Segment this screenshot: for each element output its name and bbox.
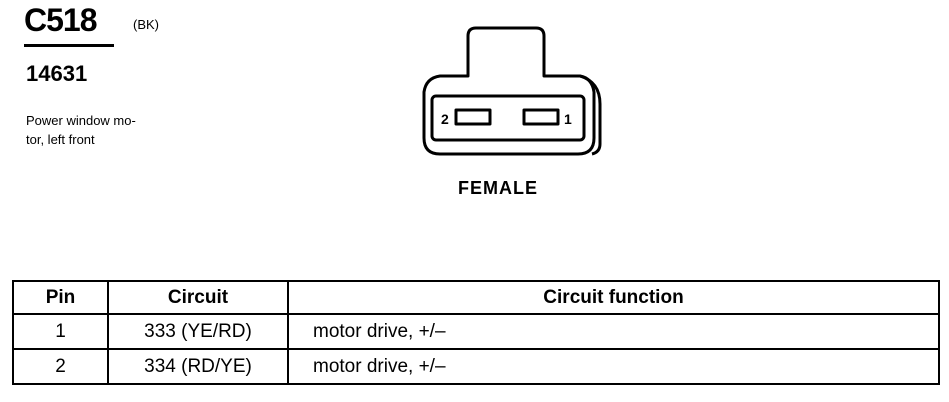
cell-circuit: 333 (YE/RD): [107, 313, 289, 350]
connector-color-code: (BK): [133, 17, 159, 32]
header-circuit: Circuit: [107, 280, 289, 315]
table-header-row: Pin Circuit Circuit function: [12, 280, 940, 315]
connector-gender-label: FEMALE: [458, 178, 538, 198]
part-number: 14631: [26, 61, 88, 86]
connector-face-diagram: 2 1: [422, 26, 602, 156]
connector-housing-outline: [422, 26, 596, 156]
description-line: Power window mo-: [26, 113, 136, 128]
connector-id-underline: [24, 44, 114, 47]
cell-pin: 1: [12, 313, 109, 350]
pin-2-label: 2: [441, 111, 449, 127]
table-row: 1 333 (YE/RD) motor drive, +/–: [12, 313, 940, 350]
pin-2-terminal: [454, 108, 492, 126]
table-row: 2 334 (RD/YE) motor drive, +/–: [12, 348, 940, 385]
pin-table: Pin Circuit Circuit function 1 333 (YE/R…: [12, 280, 940, 385]
cell-circuit-function: motor drive, +/–: [287, 313, 940, 350]
connector-id: C518: [24, 2, 97, 38]
connector-housing-side: [579, 74, 602, 156]
cell-circuit-function: motor drive, +/–: [287, 348, 940, 385]
pin-1-terminal: [522, 108, 560, 126]
header-pin: Pin: [12, 280, 109, 315]
connector-inner-face: [430, 94, 586, 142]
description-line: tor, left front: [26, 132, 95, 147]
cell-pin: 2: [12, 348, 109, 385]
header-circuit-function: Circuit function: [287, 280, 940, 315]
cell-circuit: 334 (RD/YE): [107, 348, 289, 385]
connector-description: Power window mo-tor, left front: [26, 111, 186, 149]
pin-1-label: 1: [564, 111, 572, 127]
